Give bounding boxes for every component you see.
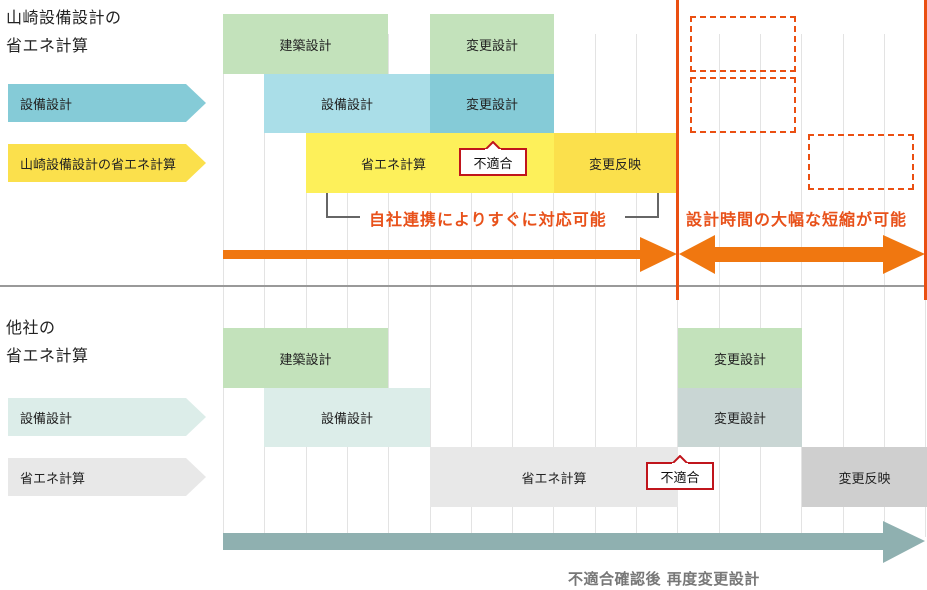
timeline-arrow-right — [223, 237, 677, 272]
grid-line — [760, 34, 761, 286]
timeline-arrow-bottom — [223, 521, 925, 563]
nonconformity-callout: 不適合 — [459, 141, 527, 176]
callout-pointer — [671, 455, 689, 464]
grid-line — [471, 287, 472, 537]
chevron-arrow-shape — [8, 84, 206, 122]
grid-line — [884, 34, 885, 286]
bar-other-architecture-design: 建築設計 — [223, 328, 388, 388]
grid-line — [264, 34, 265, 286]
row-label-other-energy-calc: 省エネ計算 — [8, 458, 206, 496]
bar-architecture-design: 建築設計 — [223, 14, 388, 74]
callout-pointer — [484, 141, 502, 150]
grid-line — [677, 287, 678, 537]
bar-architecture-change: 変更設計 — [430, 14, 554, 74]
grid-line — [801, 34, 802, 286]
chevron-arrow-shape — [8, 458, 206, 496]
timeline-arrows-top — [223, 235, 925, 274]
grid-line — [719, 34, 720, 286]
saved-slot-architecture — [690, 16, 796, 72]
bar-other-equipment-change: 変更設計 — [678, 388, 802, 447]
grid-line — [512, 287, 513, 537]
row-label-yamazaki-energy-calc: 山崎設備設計の省エネ計算 — [8, 144, 206, 182]
time-saving-note: 設計時間の大幅な短縮が可能 — [686, 210, 908, 229]
footer-note: 不適合確認後 再度変更設計 — [568, 570, 760, 588]
bracket-note: 自社連携によりすぐに対応可能 — [369, 210, 607, 229]
saving-zone-right-border — [924, 0, 927, 300]
grid-line — [843, 287, 844, 537]
grid-line — [925, 287, 926, 537]
chevron-arrow-shape — [8, 144, 206, 182]
grid-line — [223, 287, 224, 537]
section-divider — [0, 285, 927, 287]
bar-equipment-change: 変更設計 — [430, 74, 554, 133]
grid-line — [595, 287, 596, 537]
grid-line — [223, 34, 224, 286]
row-label-other-equipment-design: 設備設計 — [8, 398, 206, 436]
bar-equipment-design: 設備設計 — [264, 74, 430, 133]
double-arrow-saving — [679, 235, 925, 274]
grid-line — [430, 287, 431, 537]
bracket-line — [326, 193, 659, 218]
bar-other-architecture-change: 変更設計 — [678, 328, 802, 388]
chevron-arrow-shape — [8, 398, 206, 436]
saved-slot-equipment — [690, 77, 796, 133]
bar-other-equipment-design: 設備設計 — [264, 388, 430, 447]
saved-slot-reflect — [808, 134, 914, 190]
top-section-title: 山崎設備設計の 省エネ計算 — [6, 8, 122, 55]
grid-line — [843, 34, 844, 286]
grid-line — [636, 287, 637, 537]
bar-other-reflect-change: 変更反映 — [802, 447, 927, 507]
grid-line — [553, 287, 554, 537]
bar-reflect-change: 変更反映 — [554, 133, 676, 193]
saving-zone-left-border — [676, 0, 679, 300]
bottom-section-title: 他社の 省エネ計算 — [6, 318, 89, 365]
grid-line — [884, 287, 885, 537]
bar-other-energy-calc: 省エネ計算 — [430, 447, 678, 507]
row-label-equipment-design: 設備設計 — [8, 84, 206, 122]
other-nonconformity-callout: 不適合 — [646, 455, 714, 490]
